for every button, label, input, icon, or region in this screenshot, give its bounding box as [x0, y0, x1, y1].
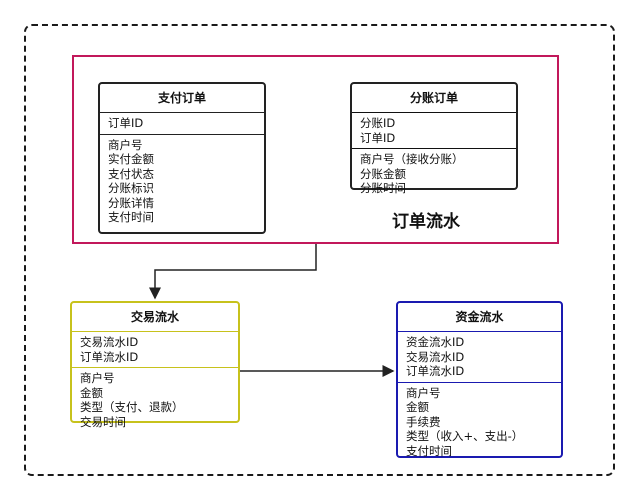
entity-attribute: 订单流水ID — [80, 349, 139, 364]
entity-attribute: 支付时间 — [108, 210, 154, 224]
entity-attribute: 分账时间 — [360, 181, 406, 195]
pay-order-entity: 支付订单 订单ID 商户号实付金额支付状态分账标识分账详情支付时间 — [98, 82, 266, 234]
entity-attribute: 交易时间 — [80, 414, 126, 429]
order-flow-group — [72, 55, 559, 244]
entity-attribute: 实付金额 — [108, 152, 154, 166]
entity-fields: 商户号（接收分账）分账金额分账时间 — [352, 148, 516, 199]
entity-attribute: 交易流水ID — [80, 335, 139, 349]
entity-attribute: 分账详情 — [108, 195, 154, 210]
entity-attribute: 商户号 — [108, 137, 143, 152]
outer-boundary — [24, 24, 615, 476]
entity-attribute: 订单ID — [360, 130, 396, 145]
entity-title: 分账订单 — [352, 84, 516, 113]
entity-attribute: 商户号 — [80, 371, 115, 385]
group-label: 订单流水 — [392, 212, 460, 232]
entity-title: 交易流水 — [72, 303, 238, 332]
entity-fields: 商户号金额手续费类型（收入+、支出-）支付时间 — [398, 381, 561, 462]
entity-attribute: 支付状态 — [108, 166, 154, 181]
entity-attribute: 分账金额 — [360, 166, 406, 181]
entity-keys: 订单ID — [100, 113, 264, 134]
entity-attribute: 交易流水ID — [406, 349, 465, 364]
entity-attribute: 订单ID — [108, 116, 144, 130]
entity-attribute: 资金流水ID — [406, 335, 465, 349]
entity-attribute: 类型（支付、退款） — [80, 400, 184, 414]
entity-attribute: 手续费 — [406, 414, 441, 429]
entity-attribute: 分账标识 — [108, 181, 154, 195]
entity-attribute: 商户号 — [406, 385, 441, 400]
entity-attribute: 分账ID — [360, 116, 396, 130]
entity-attribute: 金额 — [80, 385, 103, 400]
entity-attribute: 金额 — [406, 400, 429, 414]
group-to-trade-connector — [149, 244, 317, 300]
entity-attribute: 商户号（接收分账） — [360, 152, 464, 166]
entity-fields: 商户号实付金额支付状态分账标识分账详情支付时间 — [100, 133, 264, 228]
entity-fields: 商户号金额类型（支付、退款）交易时间 — [72, 367, 238, 432]
entity-title: 支付订单 — [100, 84, 264, 113]
entity-title: 资金流水 — [398, 303, 561, 332]
entity-attribute: 支付时间 — [406, 443, 452, 458]
entity-attribute: 订单流水ID — [406, 364, 465, 378]
entity-attribute: 类型（收入+、支出-） — [406, 429, 524, 443]
